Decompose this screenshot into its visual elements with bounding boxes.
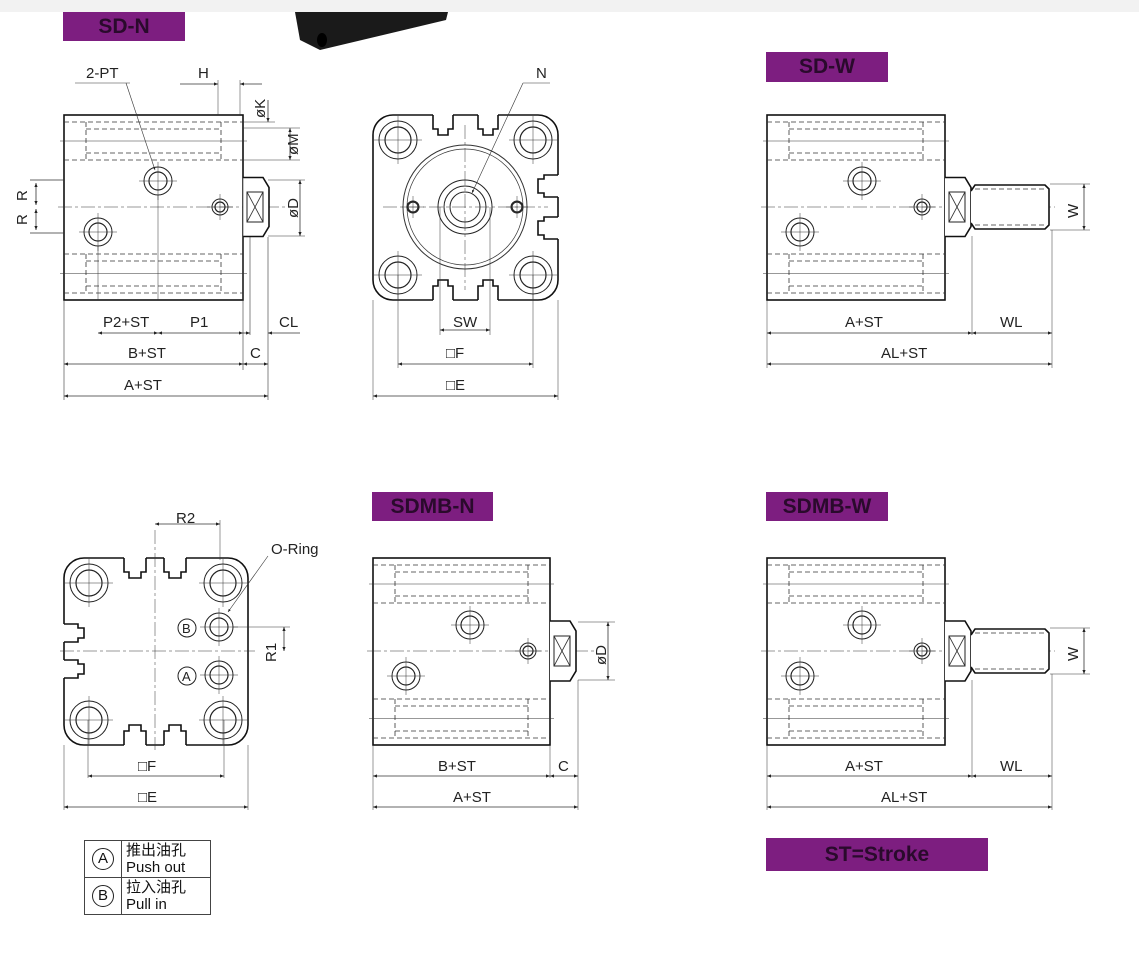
legend-en: Push out (126, 859, 186, 876)
wrench-flat (553, 635, 571, 667)
t-slot (163, 724, 187, 745)
t-slot (477, 115, 499, 136)
label-port-a: A (182, 669, 191, 684)
t-slot (432, 279, 454, 300)
label-sw: SW (453, 314, 478, 331)
label-p2-st: P2+ST (103, 314, 149, 331)
t-slot (537, 216, 558, 240)
cylinder-body (766, 114, 946, 301)
slot-mask (433, 299, 453, 301)
label-p1: P1 (190, 314, 208, 331)
t-slot (123, 558, 147, 579)
front-body (372, 114, 559, 301)
label-b-st: B+ST (128, 345, 166, 362)
label-port-b: B (182, 621, 191, 636)
wrench-flat-diag (948, 635, 966, 667)
label-f: □F (446, 345, 464, 362)
badge-sdmb-n: SDMB-N (372, 492, 493, 521)
threaded-rod (970, 628, 1050, 674)
t-slot (123, 724, 147, 745)
label-d: øD (285, 198, 302, 218)
t-slot (477, 279, 499, 300)
badge-sd-n: SD-N (63, 12, 185, 41)
port-a-marker (177, 666, 197, 686)
slot-mask (433, 114, 453, 116)
t-slot (537, 174, 558, 198)
slot-mask (557, 217, 559, 239)
slot-mask (63, 660, 65, 678)
t-slot (432, 115, 454, 136)
product-photo (295, 12, 448, 50)
leader-line (125, 82, 156, 171)
badge-sd-w: SD-W (766, 52, 888, 82)
slot-mask (478, 299, 498, 301)
badge-stroke: ST=Stroke (766, 838, 988, 871)
top-bar (0, 0, 1139, 12)
legend-mark: A (92, 848, 114, 870)
label-c: C (250, 345, 261, 362)
front-body (63, 557, 249, 746)
leader-line (471, 82, 524, 194)
label-o-ring: O-Ring (271, 541, 319, 558)
label-a-st: A+ST (453, 789, 491, 806)
label-r-1: R (14, 190, 31, 201)
label-r2: R2 (176, 510, 195, 527)
slot-mask (478, 114, 498, 116)
slot-mask (557, 175, 559, 197)
t-slot (64, 659, 85, 679)
wrench-flat (948, 191, 966, 223)
slot-mask (164, 557, 186, 559)
label-al-st: AL+ST (881, 789, 927, 806)
label-e: □E (138, 789, 157, 806)
wrench-flat (948, 635, 966, 667)
label-a-st: A+ST (845, 758, 883, 775)
label-a-st: A+ST (845, 314, 883, 331)
wrench-flat (246, 191, 264, 223)
t-slot (163, 558, 187, 579)
wrench-flat-diag (948, 191, 966, 223)
label-h: H (198, 65, 209, 82)
wrench-flat-diag (553, 635, 571, 667)
label-d: øD (593, 645, 610, 665)
slot-mask (124, 744, 146, 746)
legend-en: Pull in (126, 896, 167, 913)
t-slot (64, 623, 85, 643)
label-wl: WL (1000, 314, 1023, 331)
label-2-pt: 2-PT (86, 65, 119, 82)
port-b-marker (177, 618, 197, 638)
label-b-st: B+ST (438, 758, 476, 775)
label-k: øK (252, 99, 269, 118)
label-wl: WL (1000, 758, 1023, 775)
label-a-st: A+ST (124, 377, 162, 394)
label-c: C (558, 758, 569, 775)
label-e: □E (446, 377, 465, 394)
legend-zh: 推出油孔 (126, 842, 187, 859)
cylinder-body (63, 114, 244, 301)
leader-line (227, 555, 269, 613)
label-w: W (1065, 203, 1082, 218)
legend-zh: 拉入油孔 (126, 879, 187, 896)
threaded-rod (970, 184, 1050, 230)
slot-mask (63, 624, 65, 642)
legend-mark: B (92, 885, 114, 907)
badge-sdmb-w: SDMB-W (766, 492, 888, 521)
label-n: N (536, 65, 547, 82)
wrench-flat-diag (246, 191, 264, 223)
label-cl: CL (279, 314, 298, 331)
label-f: □F (138, 758, 156, 775)
label-r1: R1 (263, 643, 280, 662)
slot-mask (164, 744, 186, 746)
cylinder-body (766, 557, 946, 746)
label-al-st: AL+ST (881, 345, 927, 362)
label-r-2: R (14, 214, 31, 225)
label-m: øM (285, 133, 302, 155)
slot-mask (124, 557, 146, 559)
label-w: W (1065, 646, 1082, 661)
